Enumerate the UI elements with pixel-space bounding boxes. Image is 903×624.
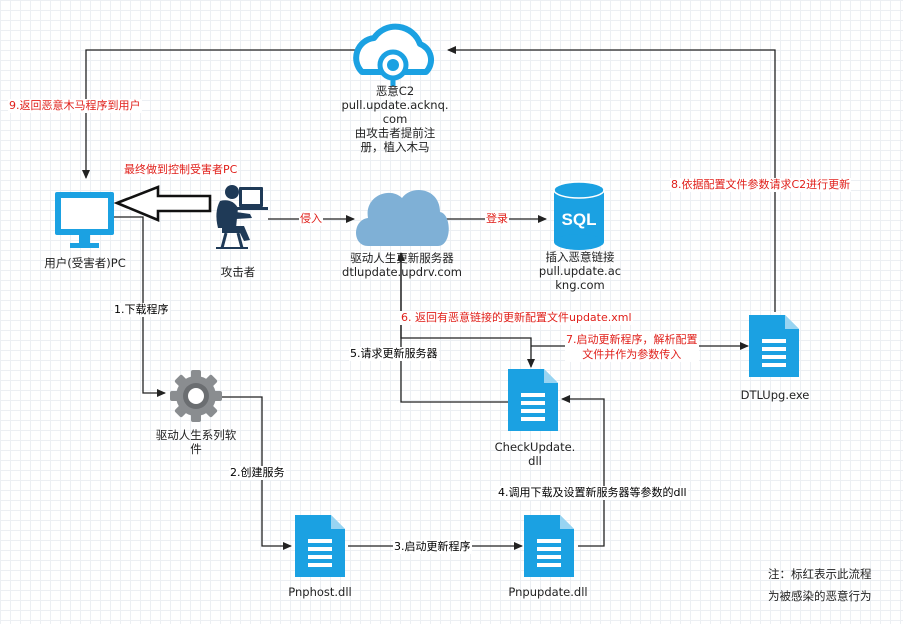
gear-icon [170, 370, 222, 422]
doc-line [308, 555, 332, 559]
c2-label: 恶意C2 pull.update.acknq. com 由攻击者提前注 册，植入… [330, 84, 460, 154]
doc-line [762, 347, 786, 351]
edge-9 [82, 49, 356, 179]
c2-label-line-5: 册，植入木马 [360, 140, 430, 154]
sql-label: 插入恶意链接 pull.update.ac kng.com [530, 250, 630, 292]
doc-line [308, 539, 332, 543]
software-label-line-2: 件 [190, 442, 202, 456]
attacker-icon [216, 185, 268, 249]
c2-label-line-2: pull.update.acknq. [341, 98, 449, 112]
software-label: 驱动人生系列软 件 [141, 428, 251, 456]
doc-line [537, 555, 561, 559]
c2-label-line-4: 由攻击者提前注 [354, 126, 436, 140]
sql-label-line-3: kng.com [555, 278, 605, 292]
server-label-line-2: dtlupdate.updrv.com [342, 265, 462, 279]
edge-8-label: 8.依据配置文件参数请求C2进行更新 [670, 178, 852, 192]
control-arrow [113, 185, 212, 222]
edge-6-label: 6. 返回有恶意链接的更新配置文件update.xml [400, 311, 633, 325]
doc-line [521, 401, 545, 405]
edge-3-label: 3.启动更新程序 [393, 540, 472, 554]
pnphost-label: Pnphost.dll [288, 585, 352, 599]
attacker-label: 攻击者 [220, 265, 256, 279]
edge-5-label: 5.请求更新服务器 [349, 347, 439, 361]
user-pc-label: 用户(受害者)PC [44, 256, 126, 270]
doc-line [308, 563, 332, 567]
edge-8 [447, 46, 776, 312]
legend-note-line-2: 为被感染的恶意行为 [768, 589, 872, 603]
pnpupdate-file-icon [524, 515, 574, 577]
c2-label-line-1: 恶意C2 [375, 84, 415, 98]
doc-line [521, 417, 545, 421]
edge-control-label: 最终做到控制受害者PC [123, 163, 239, 177]
edge-4-label: 4.调用下载及设置新服务器等参数的dll [497, 486, 688, 500]
dtlupg-label: DTLUpg.exe [740, 388, 810, 402]
edge-6 [400, 253, 535, 368]
doc-line [762, 339, 786, 343]
edge-7-label: 7.启动更新程序，解析配置 文件并作为参数传入 [565, 332, 699, 362]
edge-9-label: 9.返回恶意木马程序到用户 [8, 99, 142, 113]
doc-line [308, 547, 332, 551]
edge-1-label: 1.下载程序 [113, 303, 170, 317]
monitor-icon [55, 192, 114, 248]
doc-line [537, 563, 561, 567]
doc-line [521, 393, 545, 397]
pnpupdate-label: Pnpupdate.dll [508, 585, 588, 599]
server-label-line-1: 驱动人生更新服务器 [350, 251, 454, 265]
doc-line [521, 409, 545, 413]
edge-2-label: 2.创建服务 [229, 466, 286, 480]
server-label: 驱动人生更新服务器 dtlupdate.updrv.com [332, 251, 472, 279]
legend-note-line-1: 注：标红表示此流程 [768, 567, 872, 581]
edge-7-label-line-1: 7.启动更新程序，解析配置 [566, 333, 698, 346]
sql-database-icon: SQL [553, 181, 605, 250]
checkupdate-label: CheckUpdate. dll [480, 440, 590, 468]
doc-line [537, 547, 561, 551]
edge-login-label: 登录 [485, 212, 509, 226]
edge-invade-label: 侵入 [299, 212, 323, 226]
svg-text:SQL: SQL [562, 210, 597, 229]
server-cloud-icon [356, 189, 449, 246]
doc-line [762, 355, 786, 359]
sql-label-line-2: pull.update.ac [538, 264, 622, 278]
edge-4 [561, 395, 605, 547]
sql-label-line-1: 插入恶意链接 [545, 250, 615, 264]
doc-line [762, 363, 786, 367]
software-label-line-1: 驱动人生系列软 [155, 428, 237, 442]
checkupdate-label-line-2: dll [528, 454, 542, 468]
checkupdate-label-line-1: CheckUpdate. [494, 440, 576, 454]
legend-note: 注：标红表示此流程 为被感染的恶意行为 [768, 563, 872, 607]
doc-line [537, 539, 561, 543]
dtlupg-file-icon [749, 315, 799, 377]
pnphost-file-icon [295, 515, 345, 577]
checkupdate-file-icon [508, 369, 558, 431]
c2-label-line-3: com [382, 112, 408, 126]
c2-cloud-icon [353, 23, 435, 86]
edge-7-label-line-2: 文件并作为参数传入 [582, 348, 682, 361]
